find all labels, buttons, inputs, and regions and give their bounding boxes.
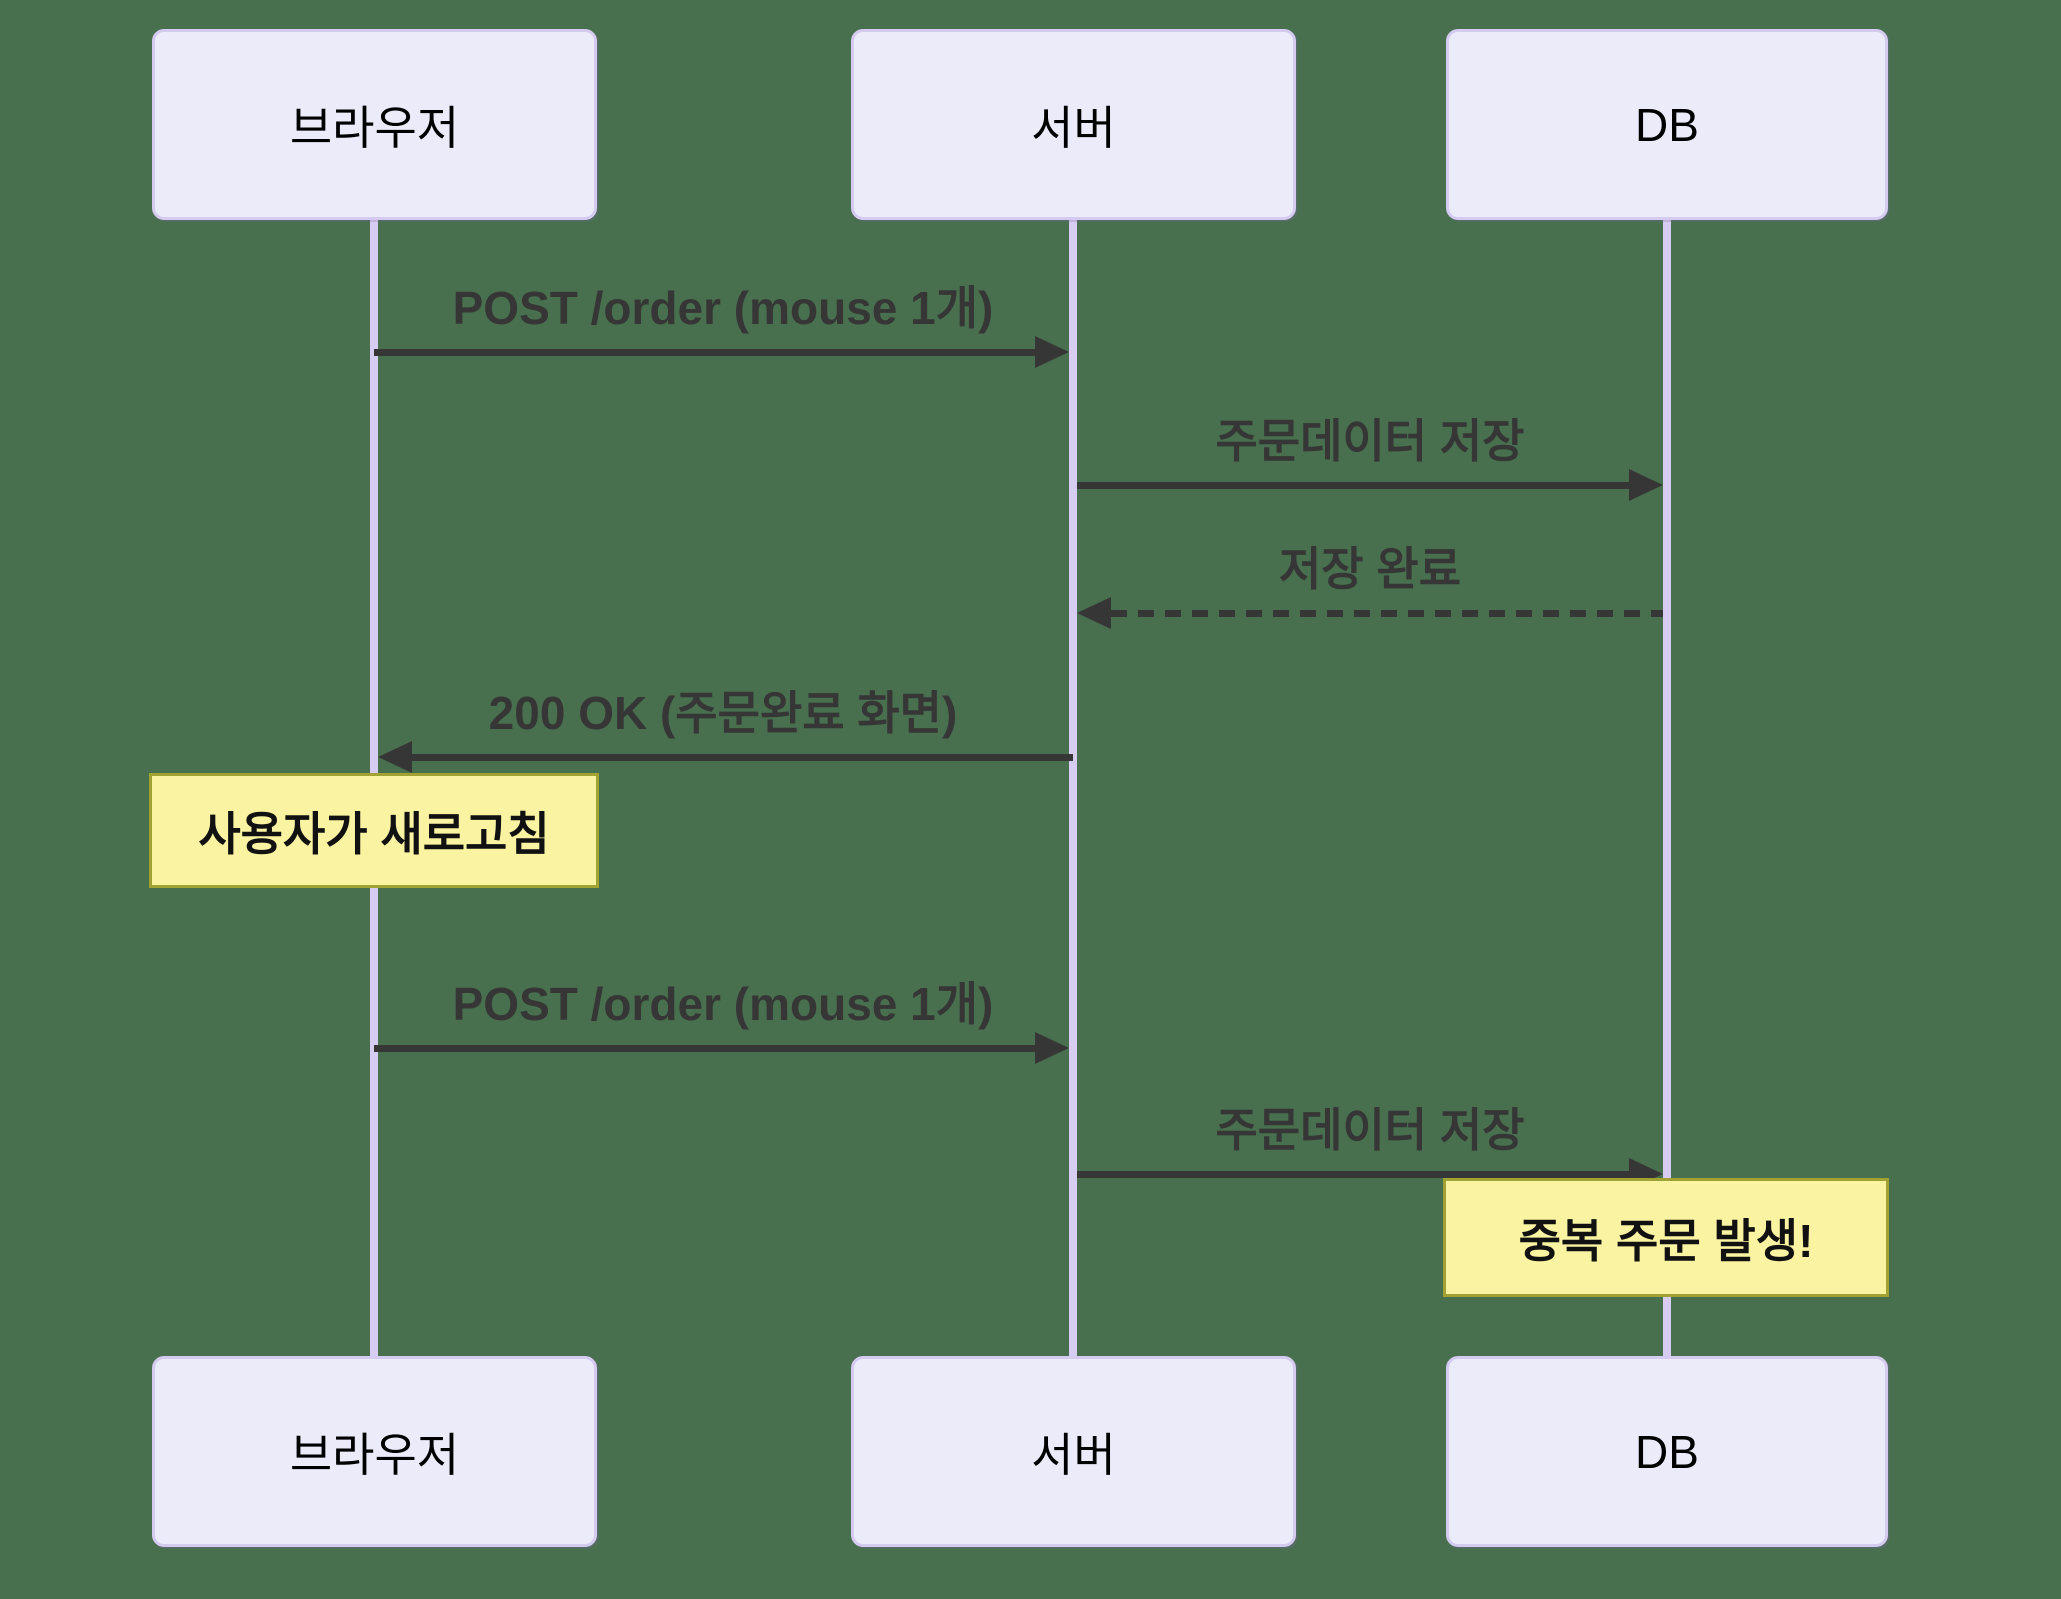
message-6-line [1077, 1171, 1629, 1178]
message-3-arrowhead [1077, 597, 1111, 629]
message-5-arrowhead [1035, 1032, 1069, 1064]
note-user-refresh: 사용자가 새로고침 [149, 773, 599, 888]
message-2-line [1077, 482, 1629, 489]
actor-server-label: 서버 [1031, 1428, 1116, 1481]
actor-db-top: DB [1446, 29, 1888, 220]
message-2-arrowhead [1629, 469, 1663, 501]
message-5-line [374, 1045, 1037, 1052]
actor-browser-label: 브라우저 [289, 1428, 460, 1481]
actor-server-label: 서버 [1031, 101, 1116, 154]
lifeline-db [1663, 220, 1671, 1356]
message-4-arrowhead [378, 741, 412, 773]
message-1-arrowhead [1035, 336, 1069, 368]
actor-browser-label: 브라우저 [289, 101, 460, 154]
message-3-label: 저장 완료 [1278, 543, 1462, 595]
message-1-line [374, 349, 1037, 356]
actor-browser-top: 브라우저 [152, 29, 597, 220]
message-1-label: POST /order (mouse 1개) [452, 282, 994, 334]
message-5-label: POST /order (mouse 1개) [452, 978, 994, 1030]
message-4-line [412, 754, 1073, 761]
note-duplicate-order-label: 중복 주문 발생! [1518, 1214, 1814, 1267]
actor-db-bottom: DB [1446, 1356, 1888, 1547]
lifeline-server [1069, 220, 1077, 1356]
note-user-refresh-label: 사용자가 새로고침 [198, 807, 550, 860]
message-3-line [1111, 610, 1663, 617]
message-2-label: 주문데이터 저장 [1215, 415, 1525, 467]
actor-server-bottom: 서버 [851, 1356, 1296, 1547]
actor-server-top: 서버 [851, 29, 1296, 220]
actor-db-label: DB [1635, 1425, 1699, 1478]
message-4-label: 200 OK (주문완료 화면) [488, 687, 958, 739]
note-duplicate-order: 중복 주문 발생! [1443, 1178, 1889, 1297]
message-6-label: 주문데이터 저장 [1215, 1104, 1525, 1156]
actor-browser-bottom: 브라우저 [152, 1356, 597, 1547]
actor-db-label: DB [1635, 98, 1699, 151]
